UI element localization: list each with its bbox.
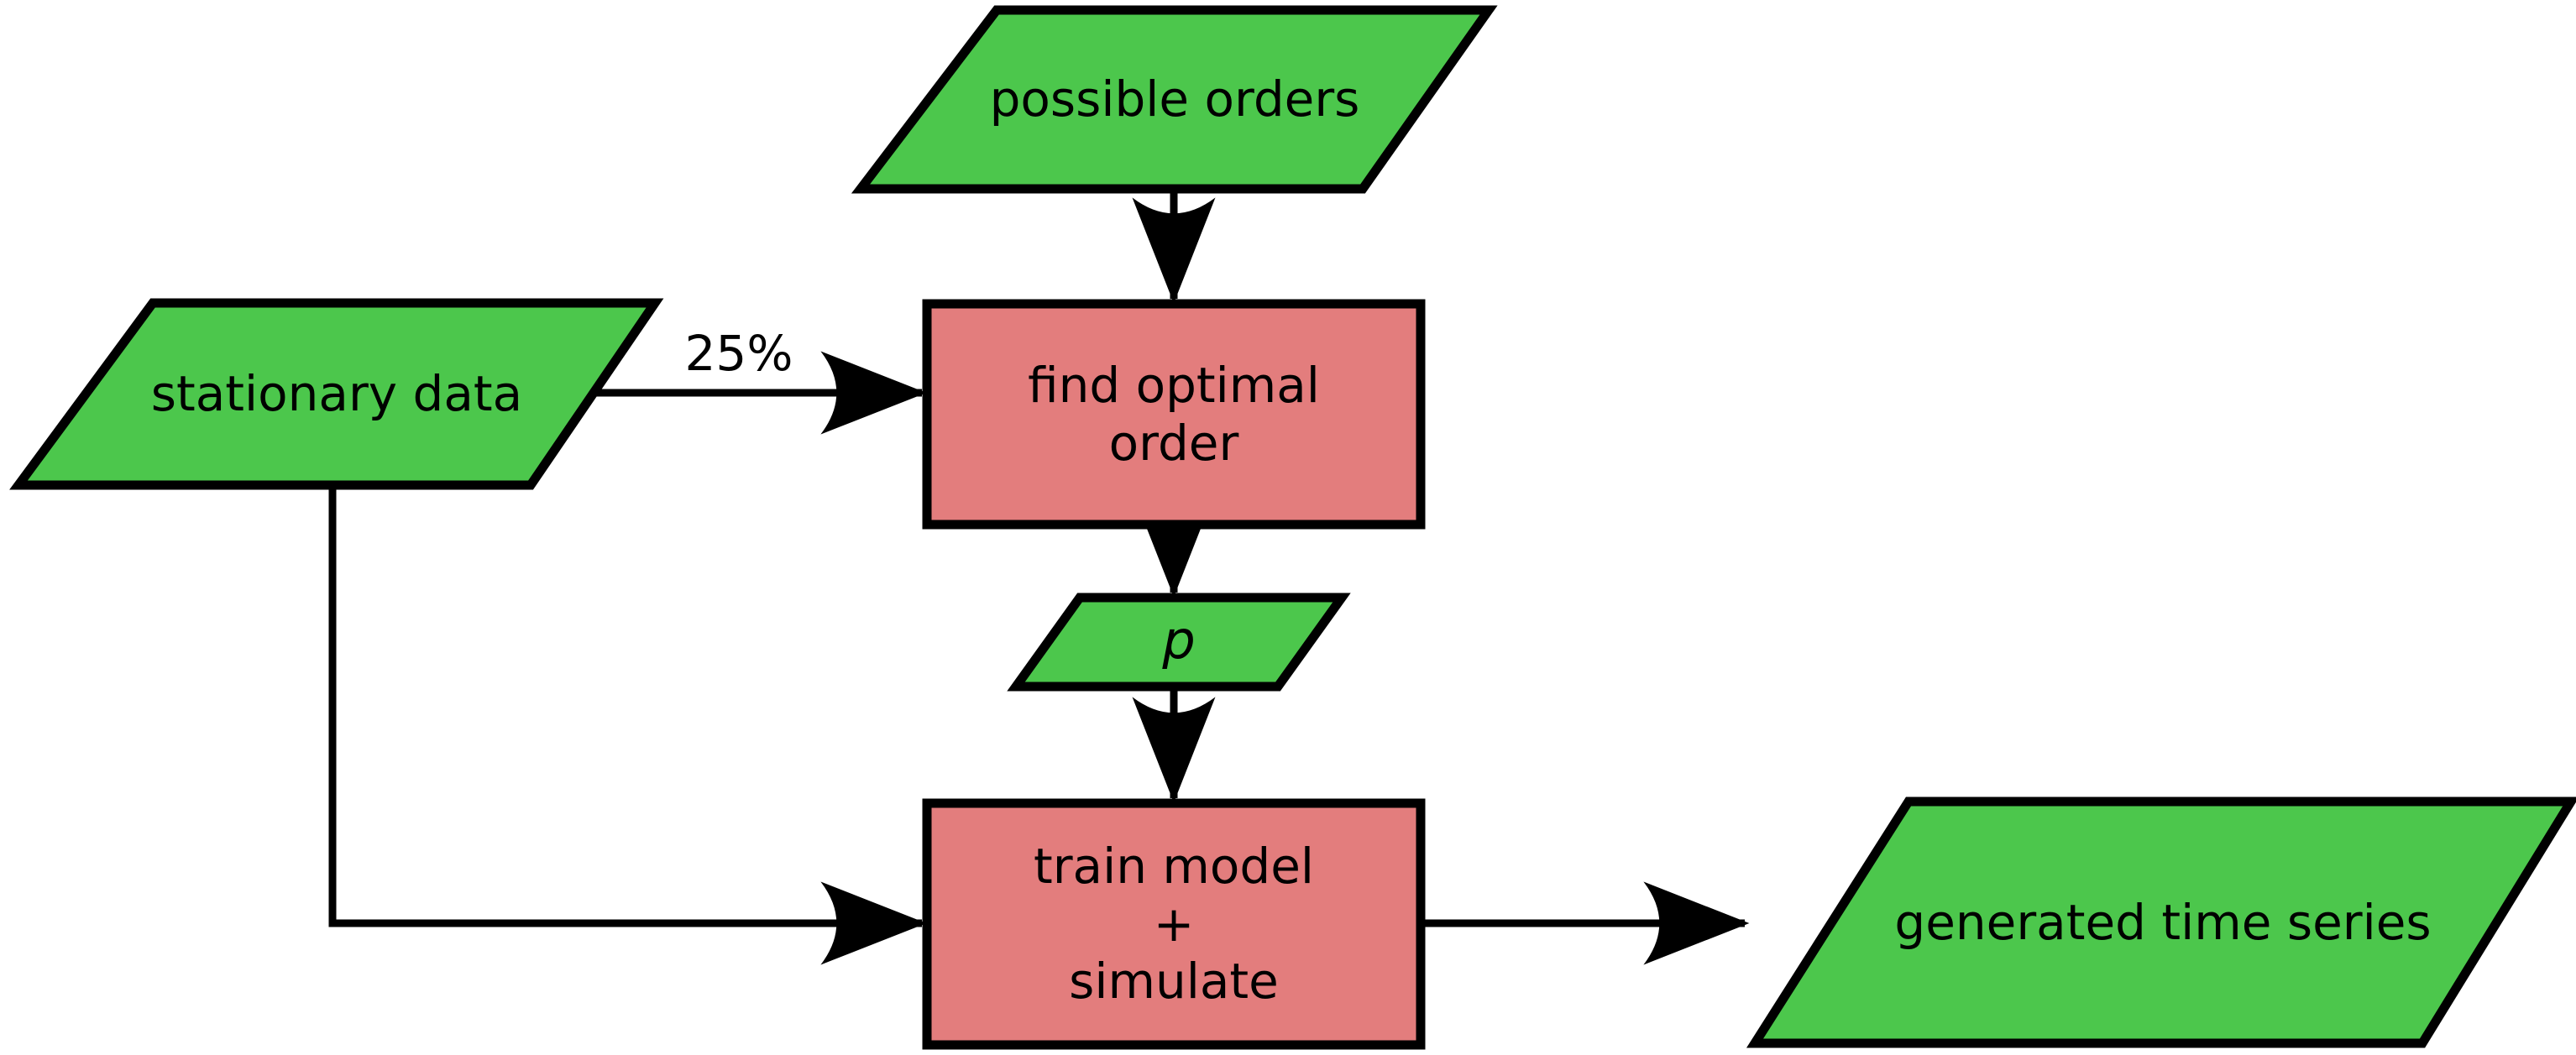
edge-stationary-data-to-train-model bbox=[328, 485, 927, 965]
node-stationary-data[interactable] bbox=[9, 298, 664, 490]
node-find-optimal-order[interactable] bbox=[922, 299, 1426, 530]
edge-label-25-percent: 25% bbox=[684, 325, 793, 382]
node-train-model-simulate[interactable] bbox=[922, 798, 1426, 1050]
node-generated-time-series[interactable] bbox=[1746, 796, 2576, 1048]
node-p-order[interactable] bbox=[1007, 593, 1351, 692]
node-possible-orders[interactable] bbox=[851, 5, 1498, 194]
